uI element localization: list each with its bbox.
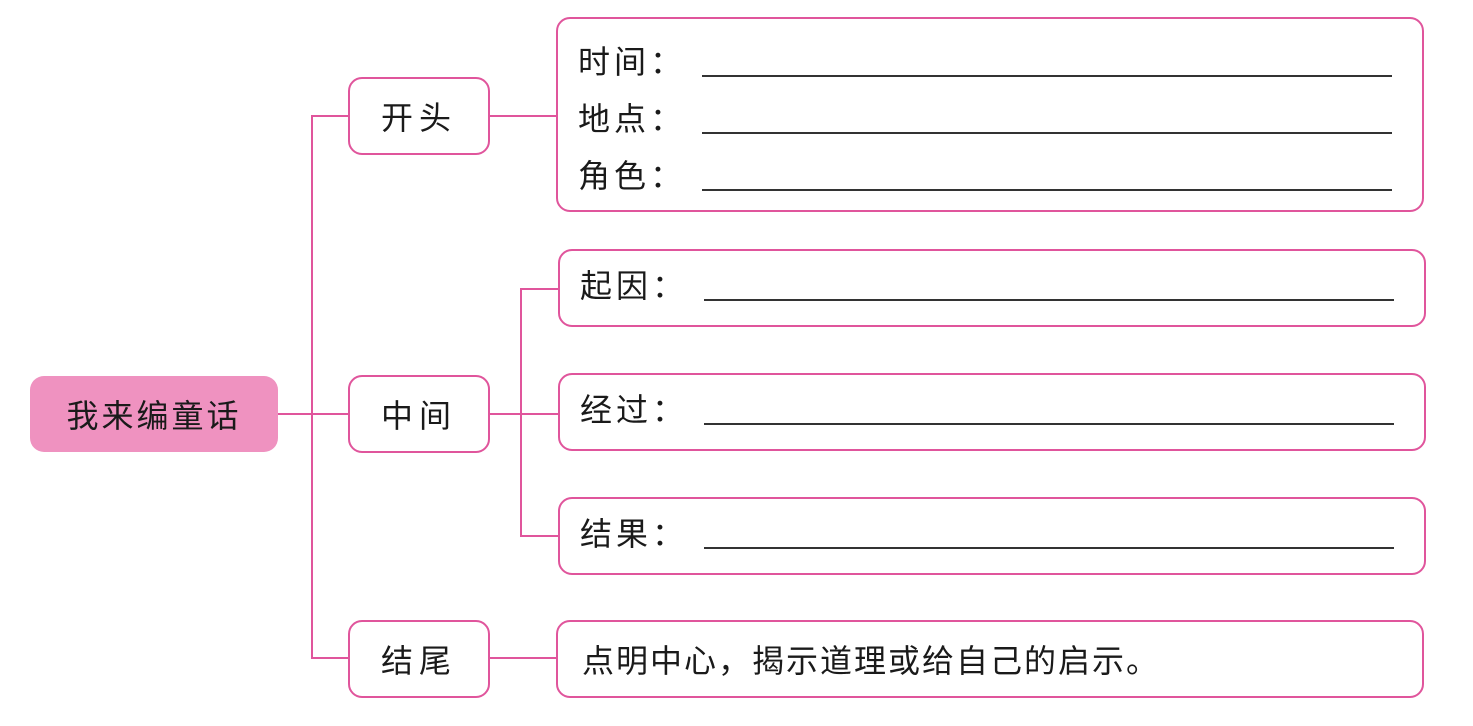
character-blank[interactable] (702, 188, 1392, 191)
connector (490, 115, 556, 117)
connector (520, 535, 558, 537)
branch-ending: 结尾 (348, 620, 490, 698)
connector (311, 115, 348, 117)
middle-result: 结果： (558, 497, 1426, 575)
time-blank[interactable] (702, 74, 1392, 77)
middle-cause: 起因： (558, 249, 1426, 327)
connector (311, 657, 348, 659)
branch-beginning: 开头 (348, 77, 490, 155)
connector (490, 413, 558, 415)
place-blank[interactable] (702, 131, 1392, 134)
field-label-result: 结果： (580, 515, 689, 553)
connector (520, 288, 522, 537)
beginning-details: 时间： 地点： 角色： (556, 17, 1424, 212)
field-label-process: 经过： (580, 391, 689, 429)
branch-middle: 中间 (348, 375, 490, 453)
middle-process: 经过： (558, 373, 1426, 451)
field-label-cause: 起因： (580, 267, 689, 305)
connector (520, 288, 558, 290)
cause-blank[interactable] (704, 298, 1394, 301)
process-blank[interactable] (704, 422, 1394, 425)
connector (490, 657, 556, 659)
field-label-place: 地点： (578, 100, 687, 138)
ending-text: 点明中心，揭示道理或给自己的启示。 (556, 620, 1424, 698)
result-blank[interactable] (704, 546, 1394, 549)
root-node: 我来编童话 (30, 376, 278, 452)
connector (278, 413, 348, 415)
field-label-time: 时间： (578, 43, 687, 81)
field-label-character: 角色： (578, 157, 687, 195)
connector (311, 115, 313, 659)
